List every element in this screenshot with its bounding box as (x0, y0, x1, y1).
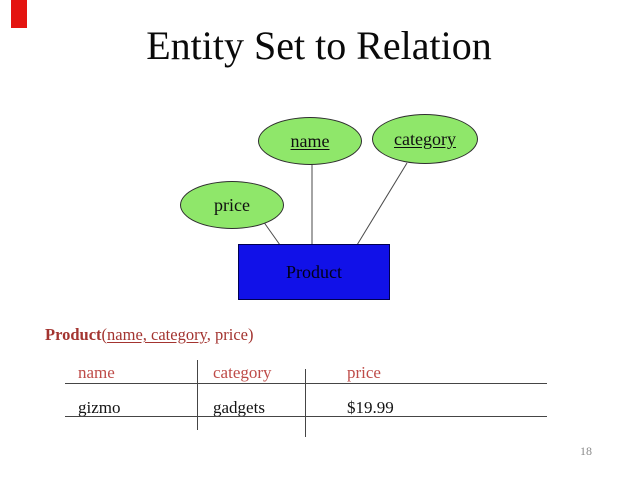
entity-box-product: Product (238, 244, 390, 300)
relation-key-attributes: name, category (107, 325, 207, 344)
table-header-name: name (78, 363, 115, 382)
table-header-rule (65, 383, 547, 384)
slide-title: Entity Set to Relation (146, 23, 492, 68)
connector-price-entity-line (262, 220, 281, 246)
table-cell-name: gizmo (78, 398, 121, 417)
attribute-ellipse-price: price (180, 181, 284, 229)
table-column-divider-1 (197, 360, 198, 430)
table-bottom-rule (65, 416, 547, 417)
table-column-divider-2 (305, 369, 306, 437)
attribute-label-price: price (214, 194, 250, 215)
table-cell-price: $19.99 (347, 398, 394, 417)
relation-schema-text: Product(name, category, price) (45, 325, 253, 345)
table-cell-category: gadgets (213, 398, 265, 417)
attribute-ellipse-category: category (372, 114, 478, 164)
table-header-price: price (347, 363, 381, 382)
relation-rest: , price) (206, 325, 254, 344)
relation-name: Product (45, 325, 102, 344)
attribute-label-name: name (290, 130, 330, 151)
attribute-label-category: category (394, 128, 456, 149)
page-number: 18 (580, 444, 592, 458)
slide-corner-marker (11, 0, 27, 28)
table-header-category: category (213, 363, 272, 382)
connector-category-entity-line (356, 162, 408, 246)
attribute-ellipse-name: name (258, 117, 362, 165)
relation-open-paren: ( (101, 325, 108, 344)
entity-label: Product (286, 261, 342, 282)
